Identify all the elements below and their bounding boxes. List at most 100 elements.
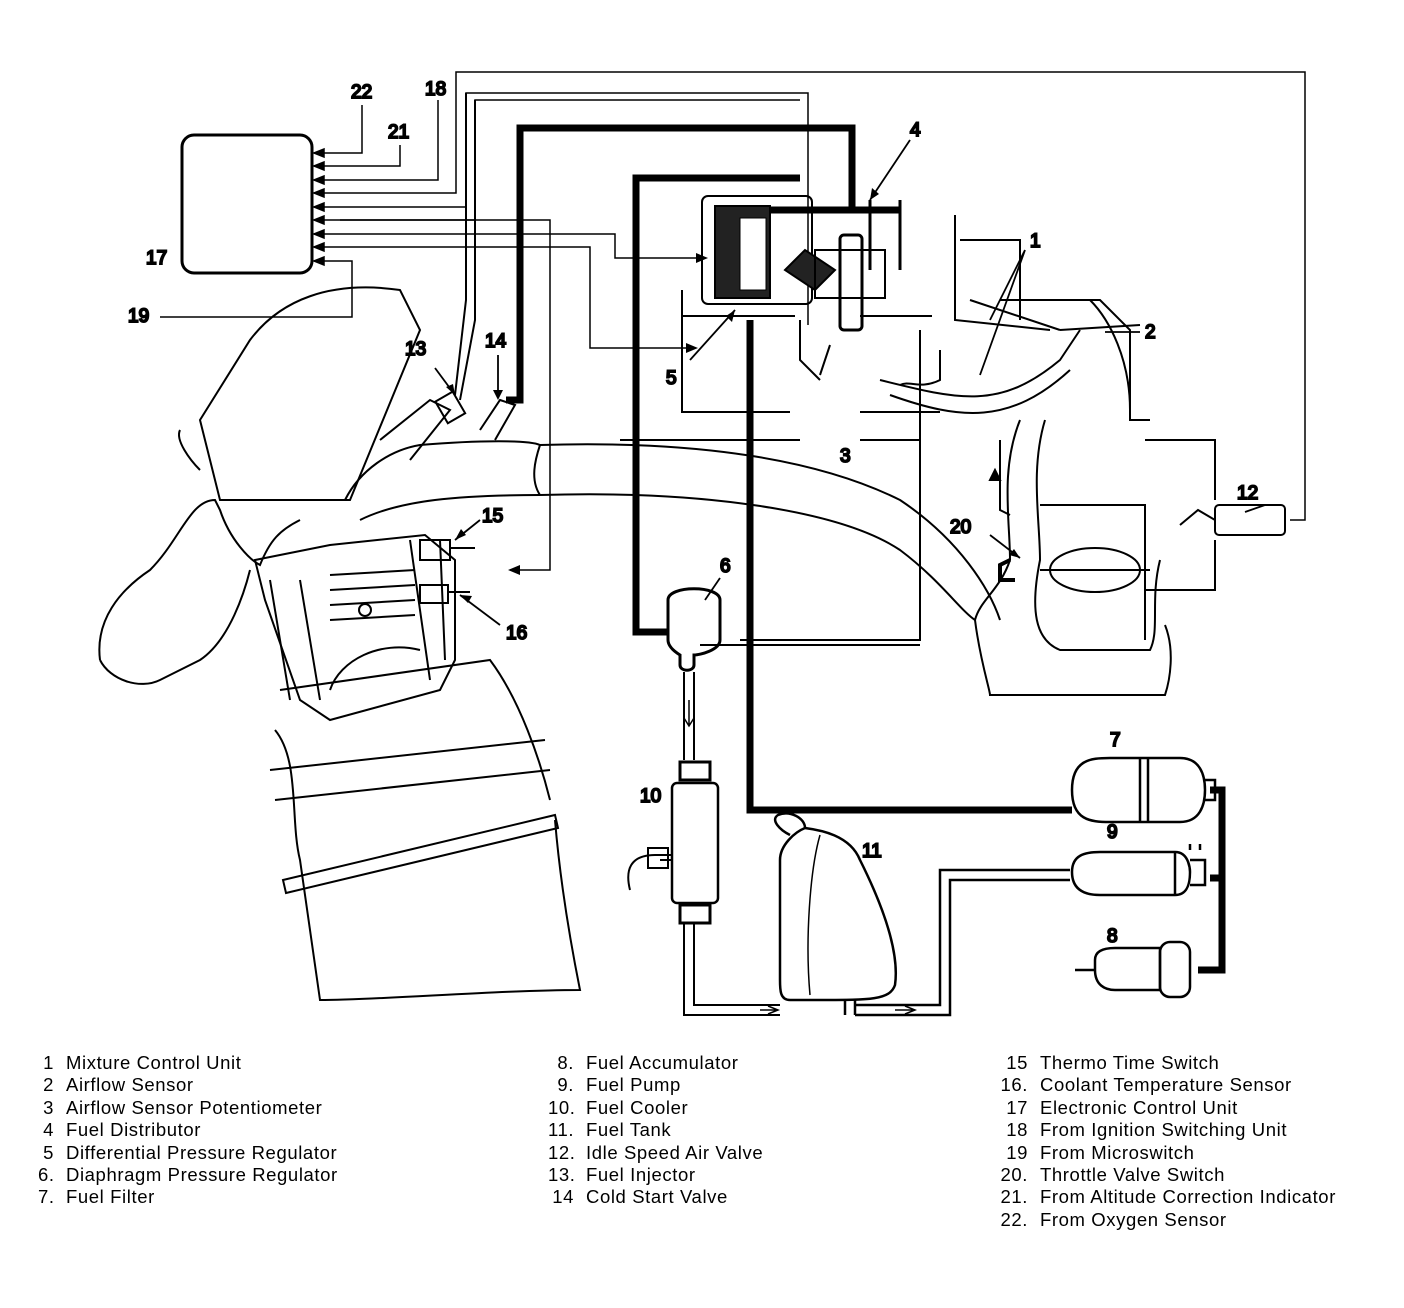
legend-item: 16. Coolant Temperature Sensor xyxy=(998,1074,1336,1096)
diaphragm-pressure-regulator xyxy=(666,587,920,760)
legend-item: 11. Fuel Tank xyxy=(548,1119,763,1141)
legend-item: 21. From Altitude Correction Indicator xyxy=(998,1186,1336,1208)
legend-number: 11. xyxy=(548,1119,575,1141)
legend-number: 21. xyxy=(1000,1186,1028,1208)
legend-number: 4 xyxy=(43,1119,54,1141)
legend-label: Cold Start Valve xyxy=(586,1186,728,1208)
ecu-box xyxy=(180,133,314,275)
legend-number: 19 xyxy=(1006,1141,1028,1163)
legend-column-2: 8. Fuel Accumulator 9. Fuel Pump 10. Fuel C… xyxy=(548,1052,763,1209)
legend-item: 10. Fuel Cooler xyxy=(548,1097,763,1119)
legend-label: Fuel Distributor xyxy=(66,1119,202,1141)
legend-item: 20. Throttle Valve Switch xyxy=(998,1164,1336,1186)
legend-label: Fuel Pump xyxy=(586,1074,681,1096)
legend-number: 8. xyxy=(557,1052,574,1073)
legend-item: 19 From Microswitch xyxy=(998,1142,1336,1164)
legend-number: 3 xyxy=(43,1096,54,1118)
legend-label: From Altitude Correction Indicator xyxy=(1040,1186,1336,1208)
legend-label: Electronic Control Unit xyxy=(1040,1096,1238,1118)
legend-item: 13.Fuel Injector xyxy=(548,1164,763,1186)
legend-label: Mixture Control Unit xyxy=(66,1052,242,1073)
legend-number: 16. xyxy=(1000,1074,1028,1096)
legend-label: Fuel Cooler xyxy=(586,1096,689,1118)
callout-5: 5 xyxy=(666,368,677,389)
callout-1: 1 xyxy=(1030,231,1041,252)
legend-label: Fuel Accumulator xyxy=(586,1052,739,1073)
engine-sensors xyxy=(379,93,517,604)
callout-16: 16 xyxy=(506,623,527,644)
ecu-input-arrows xyxy=(311,147,340,267)
legend-item: 2 Airflow Sensor xyxy=(38,1074,338,1096)
signal-wires xyxy=(160,71,1306,571)
callout-2: 2 xyxy=(1145,322,1156,343)
engine-block xyxy=(98,286,1001,1002)
fuel-cooler xyxy=(627,760,781,1016)
legend-item: 3 Airflow Sensor Potentiometer xyxy=(38,1097,338,1119)
callout-8: 8 xyxy=(1107,926,1118,947)
callout-11: 11 xyxy=(862,841,882,862)
callout-4: 4 xyxy=(910,120,921,141)
callout-21: 21 xyxy=(388,122,409,143)
legend-item: 6. Diaphragm Pressure Regulator xyxy=(38,1164,338,1186)
wire-arrowheads xyxy=(508,253,708,575)
callout-7: 7 xyxy=(1110,730,1121,751)
legend-label: Fuel Tank xyxy=(586,1119,672,1141)
callout-12: 12 xyxy=(1237,483,1258,504)
legend-label: Thermo Time Switch xyxy=(1040,1052,1220,1073)
legend-label: Airflow Sensor Potentiometer xyxy=(66,1096,323,1118)
legend-item: 12. Idle Speed Air Valve xyxy=(548,1142,763,1164)
legend-label: Idle Speed Air Valve xyxy=(586,1141,764,1163)
mixture-control-unit xyxy=(681,195,1051,413)
legend-number: 20. xyxy=(1000,1164,1028,1186)
callout-13: 13 xyxy=(405,339,426,360)
legend-item: 5 Differential Pressure Regulator xyxy=(38,1142,338,1164)
callout-20: 20 xyxy=(950,517,971,538)
callout-6: 6 xyxy=(720,556,731,577)
throttle-body xyxy=(973,419,1286,696)
legend-item: 4 Fuel Distributor xyxy=(38,1119,338,1141)
legend-number: 18 xyxy=(1006,1119,1028,1141)
callout-14: 14 xyxy=(485,331,507,352)
legend-label: Diaphragm Pressure Regulator xyxy=(66,1164,338,1186)
legend-label: Fuel Filter xyxy=(66,1186,155,1208)
callout-18: 18 xyxy=(425,79,446,100)
legend-label: From Oxygen Sensor xyxy=(1040,1208,1227,1230)
legend-label: Differential Pressure Regulator xyxy=(66,1141,338,1163)
fuel-pump xyxy=(1070,844,1207,897)
legend-number: 12. xyxy=(548,1141,576,1163)
legend-label: From Microswitch xyxy=(1040,1141,1195,1163)
legend-item: 14 Cold Start Valve xyxy=(548,1186,763,1208)
legend-number: 9. xyxy=(557,1074,574,1096)
fuel-accumulator xyxy=(1075,940,1192,999)
callout-19: 19 xyxy=(128,306,149,327)
legend-label: Coolant Temperature Sensor xyxy=(1040,1074,1292,1096)
legend-number: 1 xyxy=(43,1052,54,1073)
legend-item: 9. Fuel Pump xyxy=(548,1074,763,1096)
fuel-injection-schematic: 1 2 3 4 5 6 7 8 9 10 11 12 13 14 15 16 1… xyxy=(98,71,1306,1017)
callout-10: 10 xyxy=(640,786,661,807)
callout-22: 22 xyxy=(351,82,372,103)
airflow-sensor xyxy=(620,239,1150,641)
callout-17: 17 xyxy=(146,248,167,269)
fuel-filter xyxy=(1070,756,1217,824)
legend-label: Airflow Sensor xyxy=(66,1074,194,1096)
legend-number: 2 xyxy=(43,1074,54,1096)
legend-label: Fuel Injector xyxy=(586,1164,696,1186)
callout-15: 15 xyxy=(482,506,503,527)
legend-number: 10. xyxy=(548,1096,576,1118)
legend-number: 5 xyxy=(43,1141,54,1163)
legend-number: 14 xyxy=(552,1186,574,1208)
fuel-tank xyxy=(773,812,1070,1017)
legend-item: 8. Fuel Accumulator xyxy=(548,1052,763,1074)
legend-number: 6. xyxy=(38,1164,55,1186)
legend-number: 7. xyxy=(38,1186,55,1208)
callout-3: 3 xyxy=(840,446,851,467)
callout-9: 9 xyxy=(1107,822,1118,843)
legend-item: 7. Fuel Filter xyxy=(38,1186,338,1208)
legend-item: 22.From Oxygen Sensor xyxy=(998,1209,1336,1231)
legend-label: Throttle Valve Switch xyxy=(1040,1164,1225,1186)
